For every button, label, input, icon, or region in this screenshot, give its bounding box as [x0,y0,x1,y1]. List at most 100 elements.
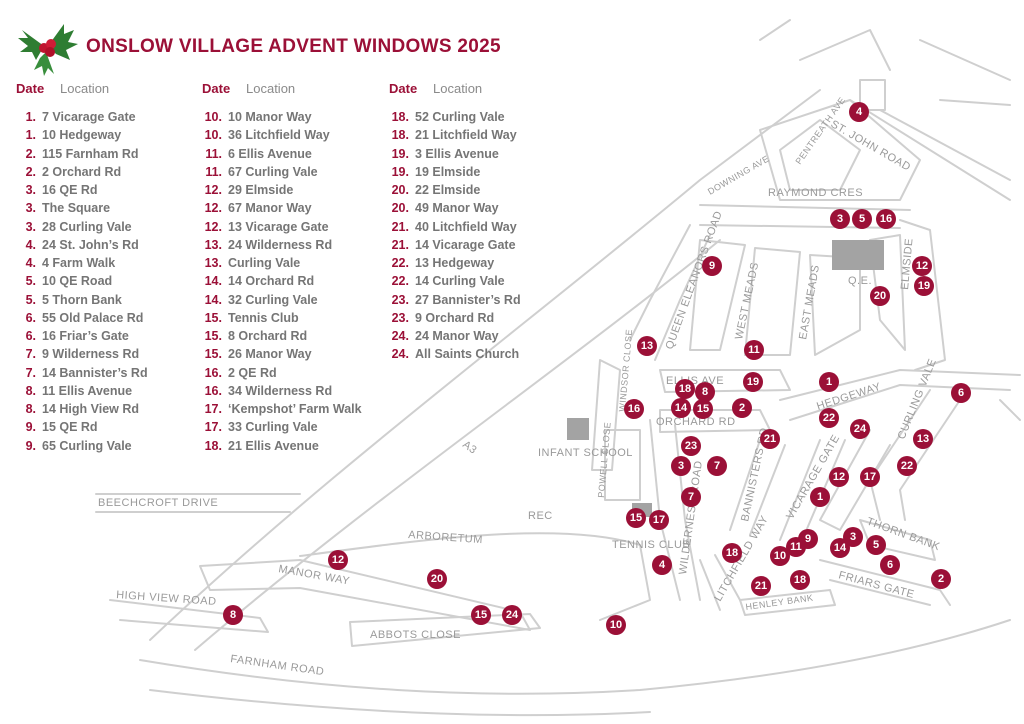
entry-location: 21 Litchfield Way [415,128,517,143]
map-marker[interactable]: 17 [860,467,880,487]
map-marker[interactable]: 9 [702,256,722,276]
map-marker[interactable]: 10 [606,615,626,635]
marker-number: 11 [790,541,802,553]
map-marker[interactable]: 12 [829,467,849,487]
list-item: 11.6 Ellis Avenue [202,145,392,163]
list-item: 21.14 Vicarage Gate [389,236,579,254]
map-marker[interactable]: 1 [810,487,830,507]
entry-location: 6 Ellis Avenue [228,146,312,161]
entry-date: 4. [25,256,36,270]
marker-number: 20 [874,290,886,302]
street-label: A3 [460,439,479,457]
entry-location: All Saints Church [415,347,520,362]
map-marker[interactable]: 18 [675,379,695,399]
map-marker[interactable]: 3 [671,456,691,476]
marker-number: 18 [679,383,691,395]
map-marker[interactable]: 11 [744,340,764,360]
entry-location: 9 Orchard Rd [415,310,495,325]
street-label: DOWNING AVE [706,153,771,196]
map-marker[interactable]: 24 [850,419,870,439]
marker-number: 9 [805,533,811,545]
map-marker[interactable]: 4 [652,555,672,575]
map-marker[interactable]: 15 [693,399,713,419]
entry-date: 19. [391,164,409,179]
entry-location: 10 QE Road [42,274,113,289]
entry-location: 24 St. John’s Rd [42,237,139,252]
list-item: 15.Tennis Club [202,309,392,327]
map-marker[interactable]: 18 [790,570,810,590]
map-marker[interactable]: 7 [681,487,701,507]
map-marker[interactable]: 19 [743,372,763,392]
map-marker[interactable]: 23 [681,436,701,456]
map-marker[interactable]: 13 [913,429,933,449]
map-marker[interactable]: 15 [626,508,646,528]
map-marker[interactable]: 20 [427,569,447,589]
list-item: 7.14 Bannister’s Rd [16,364,206,382]
entry-location: 11 Ellis Avenue [42,383,133,398]
map-marker[interactable]: 24 [502,605,522,625]
marker-number: 7 [688,491,694,503]
map-marker[interactable]: 22 [897,456,917,476]
entry-location: 22 Elmside [415,183,481,197]
map-marker[interactable]: 7 [707,456,727,476]
map-marker[interactable]: 18 [722,543,742,563]
entry-location: ‘Kempshot’ Farm Walk [228,402,362,416]
map-marker[interactable]: 21 [751,576,771,596]
map-marker[interactable]: 14 [671,398,691,418]
map-marker[interactable]: 8 [695,382,715,402]
entry-date: 17. [204,420,222,435]
map-marker[interactable]: 17 [649,510,669,530]
page-title: ONSLOW VILLAGE ADVENT WINDOWS 2025 [86,36,501,57]
list-item: 1.7 Vicarage Gate [16,108,206,126]
list-item: 5.5 Thorn Bank [16,291,206,309]
map-marker[interactable]: 16 [876,209,896,229]
entry-date: 3. [25,183,36,197]
map-marker[interactable]: 3 [830,209,850,229]
entry-location: The Square [42,201,111,216]
entry-location: 16 Friar’s Gate [42,329,129,343]
marker-number: 6 [958,387,964,399]
map-marker[interactable]: 8 [223,605,243,625]
entry-location: 28 Curling Vale [42,219,132,234]
map-marker[interactable]: 11 [786,537,806,557]
map-marker[interactable]: 5 [866,535,886,555]
map-marker[interactable]: 20 [870,286,890,306]
map-marker[interactable]: 5 [852,209,872,229]
entry-date: 18. [204,438,222,453]
entry-location: 13 Vicarage Gate [228,219,329,234]
marker-number: 7 [714,460,720,472]
map-marker[interactable]: 15 [471,605,491,625]
advent-markers: 4 3 5 16 9 12 19 20 13 11 18 8 14 15 19 … [223,102,971,635]
marker-number: 16 [880,213,892,225]
map-marker[interactable]: 22 [819,408,839,428]
map-marker[interactable]: 6 [951,383,971,403]
street-label: REC [528,510,553,522]
entry-date: 24. [391,347,409,362]
list-item: 9.15 QE Rd [16,418,206,436]
map-marker[interactable]: 12 [912,256,932,276]
map-marker[interactable]: 2 [931,569,951,589]
entry-location: 21 Ellis Avenue [228,438,319,453]
list-item: 17.33 Curling Vale [202,418,392,436]
map-marker[interactable]: 13 [637,336,657,356]
marker-number: 5 [873,539,879,551]
list-item: 6.55 Old Palace Rd [16,309,206,327]
marker-number: 3 [837,213,843,225]
street-label: QUEEN ELEANORS ROAD [664,209,725,351]
marker-number: 13 [641,340,653,352]
map-marker[interactable]: 16 [624,399,644,419]
map-marker[interactable]: 1 [819,372,839,392]
map-marker[interactable]: 12 [328,550,348,570]
map-marker[interactable]: 6 [880,555,900,575]
map-marker[interactable]: 14 [830,538,850,558]
map-marker[interactable]: 4 [849,102,869,122]
entry-date: 12. [204,219,222,234]
street-label: ORCHARD RD [656,416,736,428]
map-marker[interactable]: 10 [770,546,790,566]
map-marker[interactable]: 19 [914,276,934,296]
map-marker[interactable]: 2 [732,398,752,418]
marker-number: 21 [764,433,776,445]
map-marker[interactable]: 21 [760,429,780,449]
